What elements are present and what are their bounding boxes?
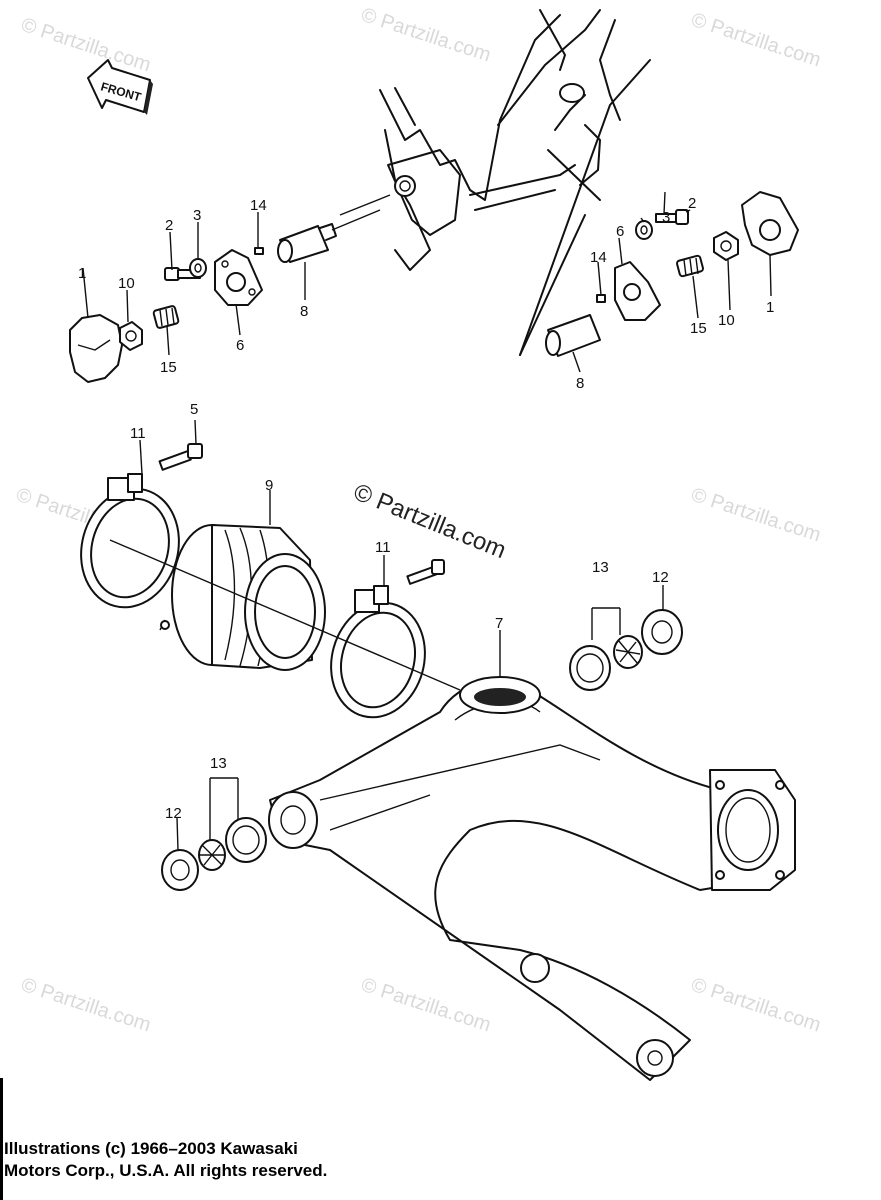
front-arrow-icon: FRONT xyxy=(87,59,153,115)
callout-6-right: 6 xyxy=(616,223,624,240)
callout-leaders xyxy=(82,191,772,851)
swingarm-7 xyxy=(268,676,796,1081)
callout-12-right: 12 xyxy=(652,569,669,586)
watermark: © Partzilla.com xyxy=(688,484,823,547)
watermark: © Partzilla.com xyxy=(688,974,823,1037)
callout-14-right: 14 xyxy=(590,249,607,266)
copyright-line-1: Illustrations (c) 1966–2003 Kawasaki xyxy=(4,1139,298,1158)
watermark: © Partzilla.com xyxy=(358,4,493,67)
callout-8-right: 8 xyxy=(576,375,584,392)
callout-14-left: 14 xyxy=(250,197,267,214)
callout-labels: 1 2 3 14 10 15 6 8 2 3 6 14 1 10 15 8 5 … xyxy=(78,195,774,822)
boot-9 xyxy=(159,524,326,671)
copyright-notice: Illustrations (c) 1966–2003 Kawasaki Mot… xyxy=(4,1138,327,1182)
watermark-center: © Partzilla.com xyxy=(350,479,510,565)
bolt-5 xyxy=(158,443,203,471)
left-pivot-parts xyxy=(69,209,381,383)
callout-15-left: 15 xyxy=(160,359,177,376)
watermark: © Partzilla.com xyxy=(18,14,153,77)
callout-7: 7 xyxy=(495,615,503,632)
callout-6-left: 6 xyxy=(236,337,244,354)
callout-1-left: 1 xyxy=(78,265,86,282)
right-pivot-parts xyxy=(545,191,799,357)
callout-9: 9 xyxy=(265,477,273,494)
watermark: © Partzilla.com xyxy=(18,974,153,1037)
callout-11-left: 11 xyxy=(130,425,146,442)
left-margin-rule xyxy=(0,1078,3,1200)
frame-drawing xyxy=(339,9,651,356)
callout-3-left: 3 xyxy=(193,207,201,224)
callout-3-right: 3 xyxy=(662,209,670,226)
callout-2-right: 2 xyxy=(688,195,696,212)
clamp-11-right xyxy=(330,559,445,719)
callout-8-left: 8 xyxy=(300,303,308,320)
watermark: © Partzilla.com xyxy=(358,974,493,1037)
watermark: © Partzilla.com xyxy=(688,9,823,72)
callout-2-left: 2 xyxy=(165,217,173,234)
callout-11-right: 11 xyxy=(375,539,391,556)
callout-5: 5 xyxy=(190,401,198,418)
callout-13-left: 13 xyxy=(210,755,227,772)
bearings-left xyxy=(161,777,267,891)
callout-10-left: 10 xyxy=(118,275,135,292)
callout-10-right: 10 xyxy=(718,312,735,329)
callout-12-left: 12 xyxy=(165,805,182,822)
copyright-line-2: Motors Corp., U.S.A. All rights reserved… xyxy=(4,1161,328,1180)
callout-13-right: 13 xyxy=(592,559,609,576)
callout-15-right: 15 xyxy=(690,320,707,337)
callout-1-right: 1 xyxy=(766,299,774,316)
bearings-right xyxy=(569,607,683,691)
